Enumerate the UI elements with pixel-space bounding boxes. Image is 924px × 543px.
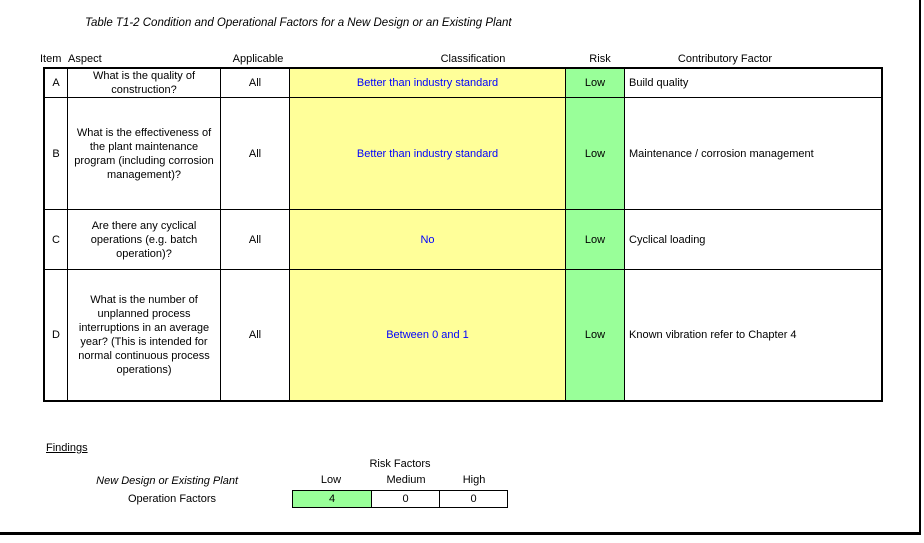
- row-a-risk-cell: Low: [566, 69, 625, 98]
- operation-factors-values-row: 4 0 0: [292, 490, 508, 508]
- findings-col-label-low: Low: [320, 474, 342, 486]
- operation-factors-high-count-cell: 0: [470, 493, 477, 505]
- row-d-item-cell: D: [45, 270, 68, 400]
- operation-factors-low-count-cell: 4: [293, 491, 372, 507]
- col-header-classification: Classification: [440, 53, 506, 65]
- sheet-bottom-border: [0, 532, 921, 535]
- row-b-applicable-cell: All: [221, 98, 290, 210]
- row-d-classification-cell[interactable]: Between 0 and 1: [290, 270, 566, 400]
- row-d-aspect-cell: What is the number of unplanned process …: [68, 270, 221, 400]
- row-d-risk-cell: Low: [566, 270, 625, 400]
- condition-factors-table: A What is the quality of construction? A…: [43, 67, 883, 402]
- findings-heading: Findings: [46, 442, 88, 454]
- row-c-classification-cell[interactable]: No: [290, 210, 566, 270]
- col-header-aspect: Aspect: [68, 53, 102, 65]
- row-c-aspect-cell: Are there any cyclical operations (e.g. …: [68, 210, 221, 270]
- row-c-item-cell: C: [45, 210, 68, 270]
- row-c-risk-cell: Low: [566, 210, 625, 270]
- sheet-right-border: [919, 0, 921, 535]
- operation-factors-medium-count-cell: 0: [372, 491, 440, 507]
- row-b-risk-cell: Low: [566, 98, 625, 210]
- findings-row-label-new-design: New Design or Existing Plant: [96, 475, 238, 487]
- row-a-contributory-cell: Build quality: [625, 69, 881, 98]
- row-b-aspect-cell: What is the effectiveness of the plant m…: [68, 98, 221, 210]
- col-header-contributory-factor: Contributory Factor: [677, 53, 773, 65]
- row-c-contributory-cell: Cyclical loading: [625, 210, 881, 270]
- row-b-item-cell: B: [45, 98, 68, 210]
- row-a-item-cell: A: [45, 69, 68, 98]
- findings-col-label-medium: Medium: [386, 474, 426, 486]
- row-a-aspect-cell: What is the quality of construction?: [68, 69, 221, 98]
- row-b-contributory-cell: Maintenance / corrosion management: [625, 98, 881, 210]
- risk-factors-group-label: Risk Factors: [369, 458, 431, 470]
- col-header-item: Item: [40, 53, 62, 65]
- row-a-classification-cell[interactable]: Better than industry standard: [290, 69, 566, 98]
- row-b-classification-cell[interactable]: Better than industry standard: [290, 98, 566, 210]
- row-c-applicable-cell: All: [221, 210, 290, 270]
- col-header-applicable: Applicable: [232, 53, 284, 65]
- col-header-risk: Risk: [589, 53, 611, 65]
- findings-col-label-high: High: [462, 474, 486, 486]
- row-d-applicable-cell: All: [221, 270, 290, 400]
- row-a-applicable-cell: All: [221, 69, 290, 98]
- findings-row-label-operation-factors: Operation Factors: [127, 493, 216, 505]
- page-title: Table T1-2 Condition and Operational Fac…: [85, 17, 512, 29]
- row-d-contributory-cell: Known vibration refer to Chapter 4: [629, 329, 797, 341]
